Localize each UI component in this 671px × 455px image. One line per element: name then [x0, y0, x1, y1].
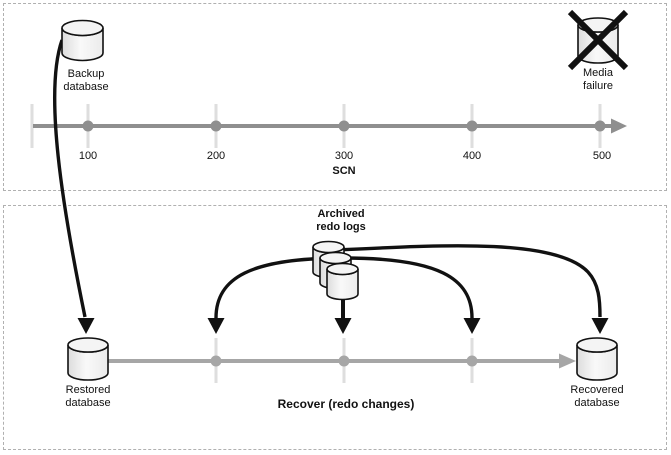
recover-caption: Recover (redo changes): [277, 397, 415, 411]
media-failure-cylinder: [567, 9, 629, 71]
recovery-timeline: [107, 338, 576, 383]
recovered-database-cylinder: [576, 337, 618, 381]
restored-database-label: Restored database: [65, 384, 111, 409]
redo-apply-center: [334, 299, 352, 334]
down-arrow-icon: [207, 318, 225, 334]
scn-tick-200: 200: [206, 150, 226, 162]
archived-redo-logs-cylinders: [312, 240, 359, 301]
down-arrow-icon: [591, 318, 609, 334]
right-arrow-icon: [611, 118, 627, 134]
scn-tick-100: 100: [78, 150, 98, 162]
redo-apply-far-right: [337, 244, 609, 334]
down-arrow-icon: [463, 318, 481, 334]
media-failure-label: Media failure: [583, 67, 613, 92]
scn-tick-500: 500: [592, 150, 612, 162]
down-arrow-icon: [334, 318, 352, 334]
recovery-panel: [3, 205, 667, 450]
redo-log-cylinder-front: [326, 262, 359, 301]
scn-tick-400: 400: [462, 150, 482, 162]
restore-arrow: [52, 39, 95, 334]
scn-tick-300: 300: [334, 150, 354, 162]
x-cross-icon: [567, 9, 629, 71]
restored-database-cylinder: [67, 337, 109, 381]
scn-axis-label: SCN: [332, 165, 356, 177]
recovered-database-label: Recovered database: [570, 384, 624, 409]
archived-redo-logs-label: Archived redo logs: [316, 208, 366, 233]
right-arrow-icon: [559, 353, 576, 369]
backup-database-cylinder: [61, 19, 104, 62]
down-arrow-icon: [77, 318, 95, 334]
scn-timeline: [30, 104, 627, 148]
backup-database-label: Backup database: [63, 68, 109, 93]
scn-timeline-panel: [3, 3, 667, 191]
